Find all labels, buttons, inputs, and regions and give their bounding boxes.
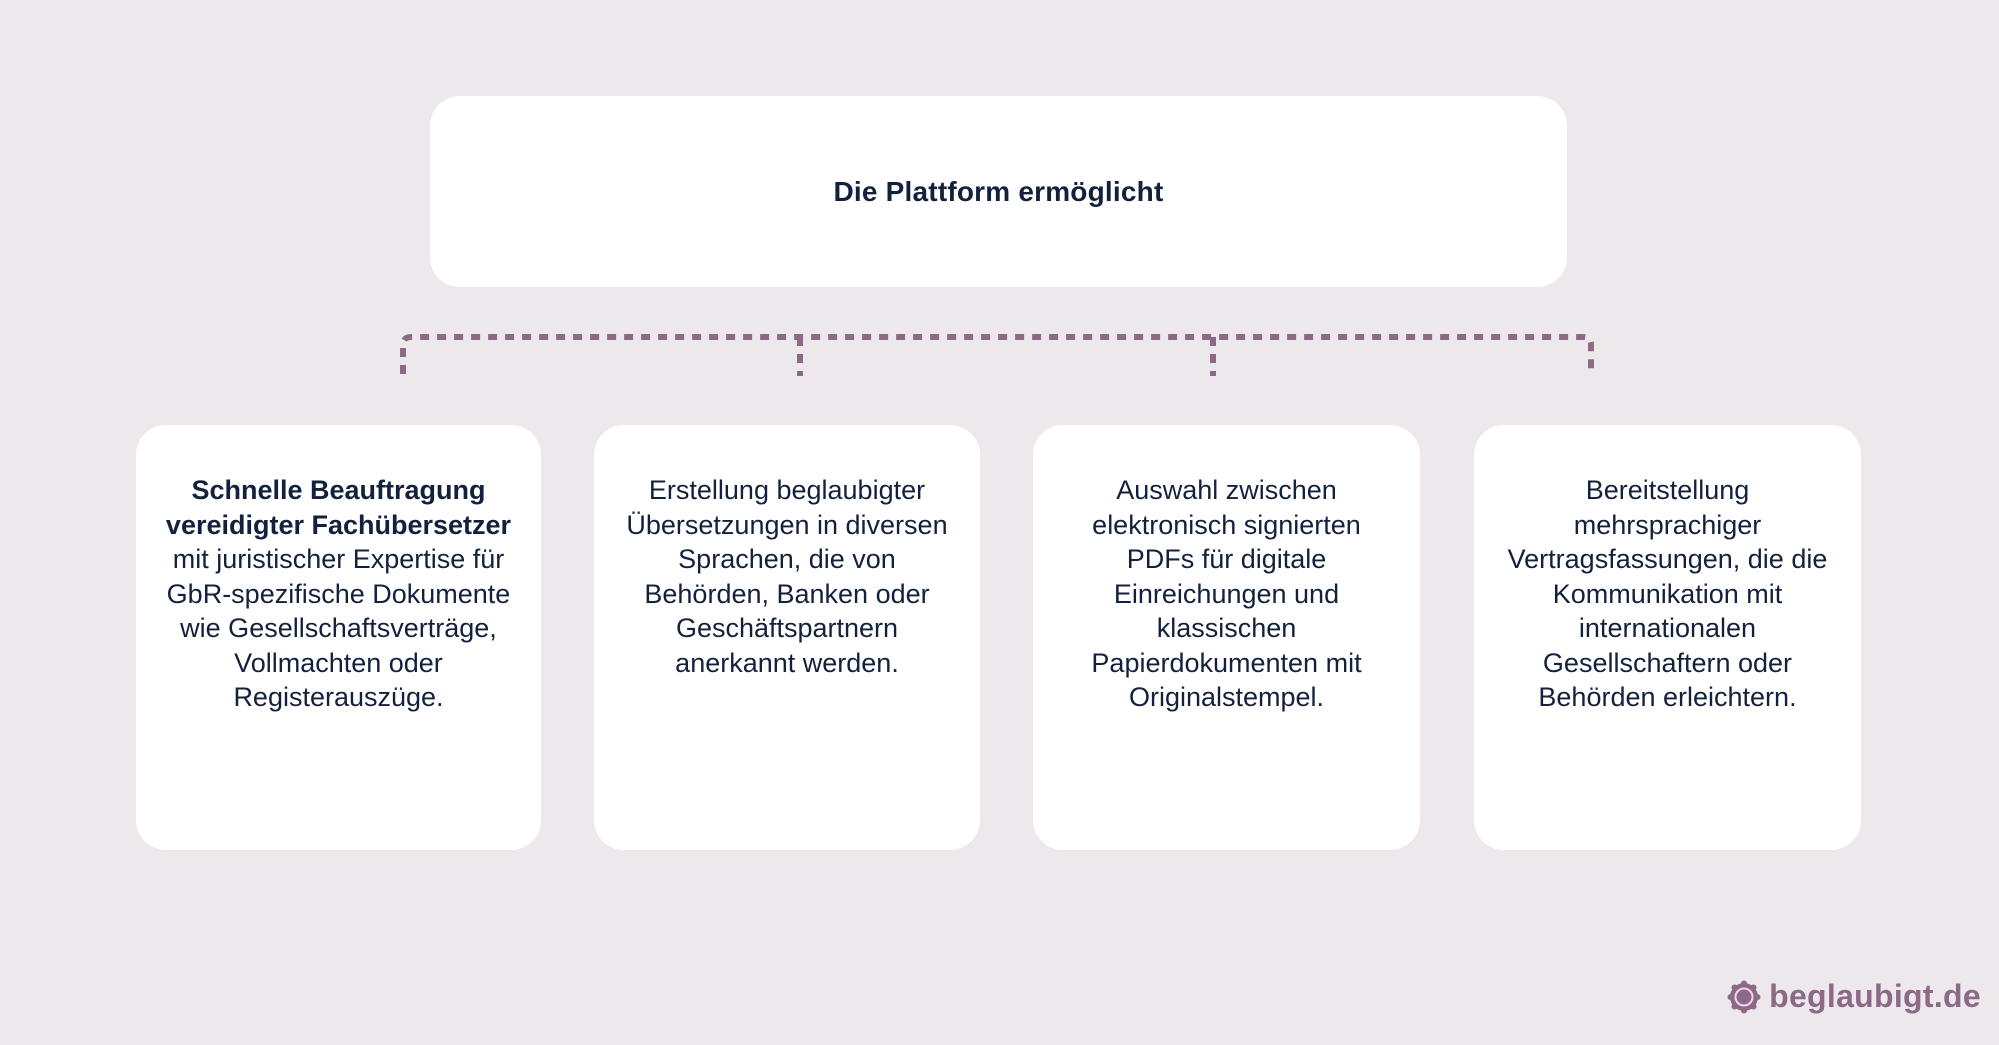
seal-badge-icon	[1727, 980, 1761, 1013]
root-node-box: Die Plattform ermöglicht	[430, 96, 1567, 287]
feature-card-1: Schnelle Beauftragung vereidigter Fachüb…	[136, 425, 541, 850]
feature-card-2: Erstellung beglaubigter Übersetzungen in…	[594, 425, 980, 850]
feature-card-1-bold: Schnelle Beauftragung vereidigter Fachüb…	[165, 475, 512, 540]
feature-card-3-text: Auswahl zwischen elektronisch signierten…	[1091, 475, 1362, 712]
root-node-title: Die Plattform ermöglicht	[833, 175, 1164, 207]
feature-card-3: Auswahl zwischen elektronisch signierten…	[1033, 425, 1420, 850]
brand-name: beglaubigt.de	[1769, 978, 1981, 1014]
feature-card-2-text: Erstellung beglaubigter Übersetzungen in…	[626, 475, 948, 678]
feature-card-4-text: Bereitstellung mehrsprachiger Vertragsfa…	[1507, 475, 1828, 712]
feature-card-1-text: mit juristischer Expertise für GbR-spezi…	[166, 544, 511, 712]
feature-card-4: Bereitstellung mehrsprachiger Vertragsfa…	[1474, 425, 1861, 850]
brand-logo: beglaubigt.de	[1727, 978, 1981, 1015]
